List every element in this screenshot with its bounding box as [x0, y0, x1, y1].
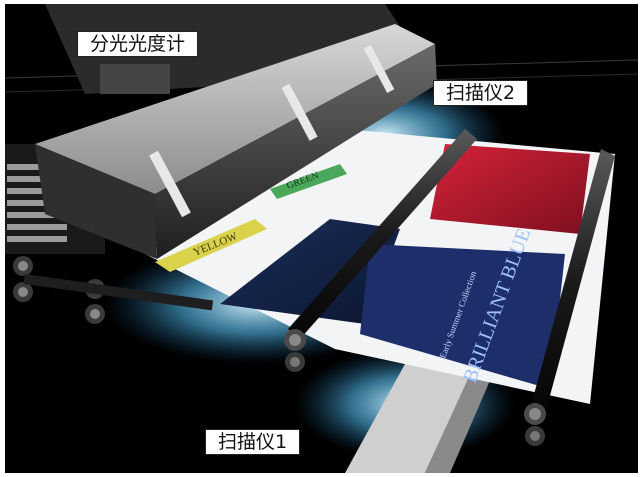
- scanner1-rail-side: [425, 364, 495, 473]
- print-photo-left: [220, 219, 400, 324]
- spectrophotometer-label: 分光光度计: [77, 31, 199, 57]
- roller-left: [13, 256, 214, 324]
- carriage-beam-top: [35, 24, 435, 194]
- yellow-strip: [155, 219, 267, 272]
- print-photo-blue: [360, 244, 565, 389]
- carriage-beam-end: [35, 144, 157, 259]
- roller-back: [524, 149, 615, 446]
- scanner2-label: 扫描仪2: [433, 80, 529, 106]
- scanner1-rail: [345, 364, 475, 473]
- scanner1-label: 扫描仪1: [205, 429, 301, 455]
- beam-clips: [149, 45, 395, 218]
- roller-front: [284, 129, 477, 372]
- print-photo-red: [430, 144, 590, 234]
- printer-scene: YELLOW GREEN BRILLIANT BLUE Early Summer…: [5, 4, 638, 473]
- heat-fins: [7, 164, 67, 242]
- spectrophotometer-body: [100, 64, 170, 94]
- green-strip: [270, 164, 347, 199]
- carriage-beam-front: [155, 44, 437, 259]
- photo-illustration: YELLOW GREEN BRILLIANT BLUE Early Summer…: [5, 4, 638, 473]
